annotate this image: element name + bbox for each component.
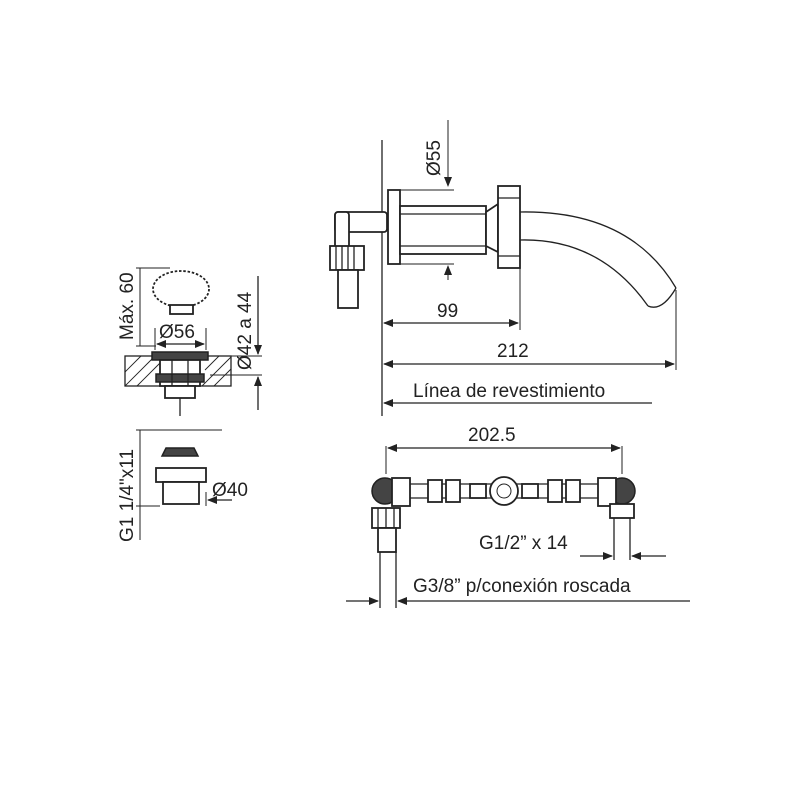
- dim-212-label: 212: [497, 341, 529, 362]
- g1-thread-label: G1 1/4"x11: [117, 449, 138, 542]
- drain-detail: Máx. 60 Ø56 Ø42 a 44 G1 1/4"x11: [117, 267, 262, 542]
- handle-ring: [497, 185, 521, 269]
- valve-body-top-view: 202.5 G1/2” x 14: [346, 425, 690, 608]
- spout-tip: [647, 287, 677, 308]
- spout-side-view: Ø55 99 212 Línea de revestimiento: [329, 120, 677, 416]
- stopper-stem: [169, 304, 194, 315]
- diam-40-label: Ø40: [212, 480, 248, 501]
- rear-nut: [329, 245, 365, 271]
- diam-55-label: Ø55: [424, 140, 445, 176]
- rear-tail: [337, 269, 359, 309]
- tailpiece-body: [162, 481, 200, 505]
- dim-202-5-label: 202.5: [468, 425, 516, 446]
- max-60-label: Máx. 60: [117, 272, 138, 340]
- diam-42-label: Ø42 a 44: [235, 291, 256, 370]
- right-nut: [609, 503, 635, 519]
- escutcheon: [387, 189, 401, 265]
- pipe-fitting: [445, 479, 461, 503]
- dim-99-label: 99: [437, 301, 458, 322]
- diam-56-label: Ø56: [159, 322, 195, 343]
- pipe-fitting: [565, 479, 581, 503]
- g12-thread-label: G1/2” x 14: [479, 533, 568, 554]
- spout-body: [399, 205, 487, 255]
- tailpiece-top: [155, 467, 207, 483]
- g38-thread-label: G3/8” p/conexión roscada: [413, 576, 631, 597]
- left-tail: [377, 527, 397, 553]
- stopper-knob: [152, 270, 210, 308]
- drain-flange: [151, 351, 209, 361]
- pipe-fitting: [427, 479, 443, 503]
- spout-curve-bottom: [519, 239, 649, 307]
- pipe-fitting: [547, 479, 563, 503]
- spout-curve-top: [519, 211, 677, 289]
- center-valve: [489, 476, 519, 506]
- wall-line-label: Línea de revestimiento: [413, 381, 605, 402]
- drain-nut: [160, 447, 200, 457]
